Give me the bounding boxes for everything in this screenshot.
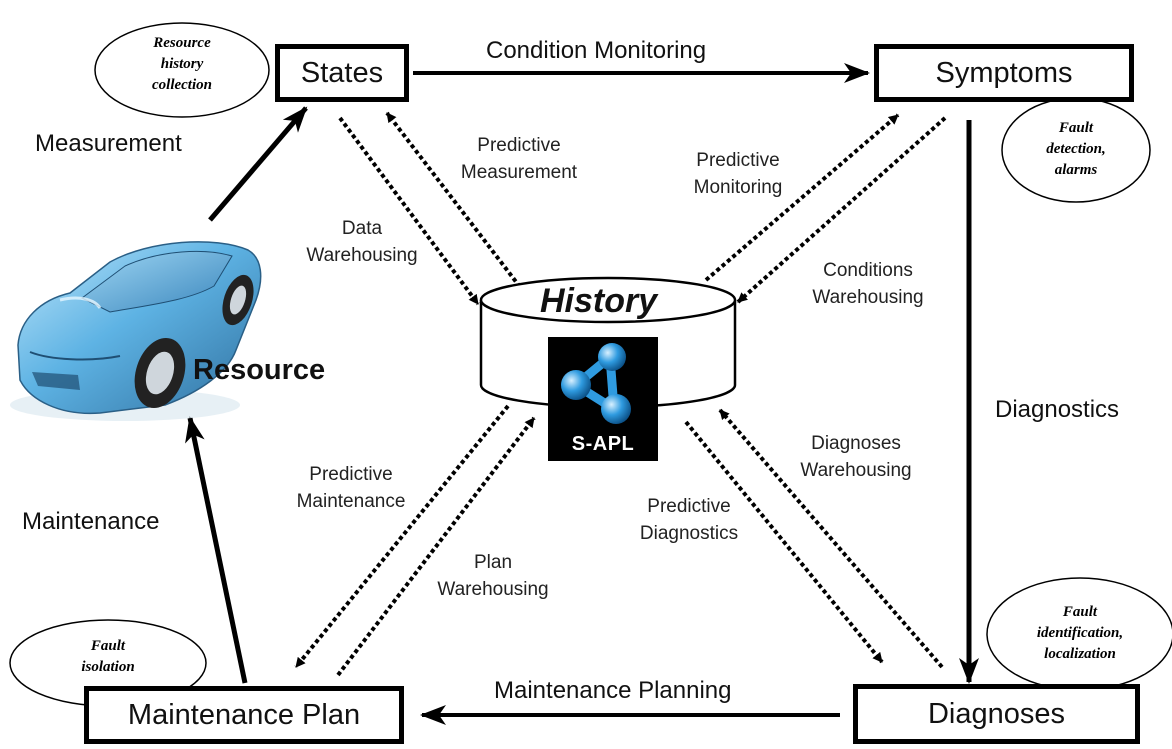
states-node: States	[275, 44, 409, 102]
plan-warehousing-label: Plan Warehousing	[437, 552, 549, 600]
fault-isolation-note: Fault isolation	[81, 638, 135, 675]
arrow-predictive-diagnostics	[684, 420, 884, 664]
arrow-data-warehousing	[338, 116, 480, 306]
fault-detection-note: Fault detection, alarms	[1046, 120, 1106, 178]
arrow-measurement	[208, 106, 308, 222]
sapl-molecule-icon	[561, 343, 631, 424]
maintenance-label: Maintenance	[22, 508, 160, 535]
predictive-diagnostics-label: Predictive Diagnostics	[639, 496, 739, 544]
predictive-measurement-label: Predictive Measurement	[460, 135, 578, 183]
arrow-diagnoses-warehousing	[718, 408, 944, 669]
symptoms-node: Symptoms	[874, 44, 1134, 102]
note-ellipse-resource-history	[94, 22, 270, 118]
diagnoses-label: Diagnoses	[927, 697, 1066, 730]
dotted-arrows	[294, 111, 947, 677]
predictive-maintenance-label: Predictive Maintenance	[296, 464, 406, 512]
data-warehousing-label: Data Warehousing	[306, 218, 418, 266]
history-label: History	[540, 282, 658, 320]
fault-identification-note: Fault identification, localization	[1036, 604, 1124, 662]
measurement-label: Measurement	[35, 130, 182, 157]
maintenance-plan-node: Maintenance Plan	[84, 686, 404, 744]
diagnostics-label: Diagnostics	[995, 396, 1120, 423]
sapl-label: S-APL	[571, 433, 635, 455]
condition-monitoring-label: Condition Monitoring	[486, 37, 707, 64]
sapl-logo: S-APL	[548, 337, 658, 461]
arrow-maintenance	[185, 416, 248, 684]
maintenance-plan-label: Maintenance Plan	[127, 698, 361, 731]
symptoms-label: Symptoms	[935, 56, 1073, 89]
arrow-plan-warehousing	[336, 416, 536, 677]
arrow-predictive-measurement	[385, 111, 522, 289]
resource-label: Resource	[193, 354, 326, 386]
arrow-predictive-maintenance	[294, 404, 510, 669]
arrow-predictive-monitoring	[704, 113, 900, 282]
states-label: States	[300, 56, 384, 89]
maintenance-planning-label: Maintenance Planning	[494, 677, 732, 704]
predictive-monitoring-label: Predictive Monitoring	[693, 150, 783, 198]
car-image	[10, 241, 262, 421]
diagnoses-node: Diagnoses	[853, 684, 1140, 744]
diagnoses-warehousing-label: Diagnoses Warehousing	[800, 433, 912, 481]
conditions-warehousing-label: Conditions Warehousing	[812, 260, 924, 308]
resource-history-note: Resource history collection	[152, 35, 212, 93]
